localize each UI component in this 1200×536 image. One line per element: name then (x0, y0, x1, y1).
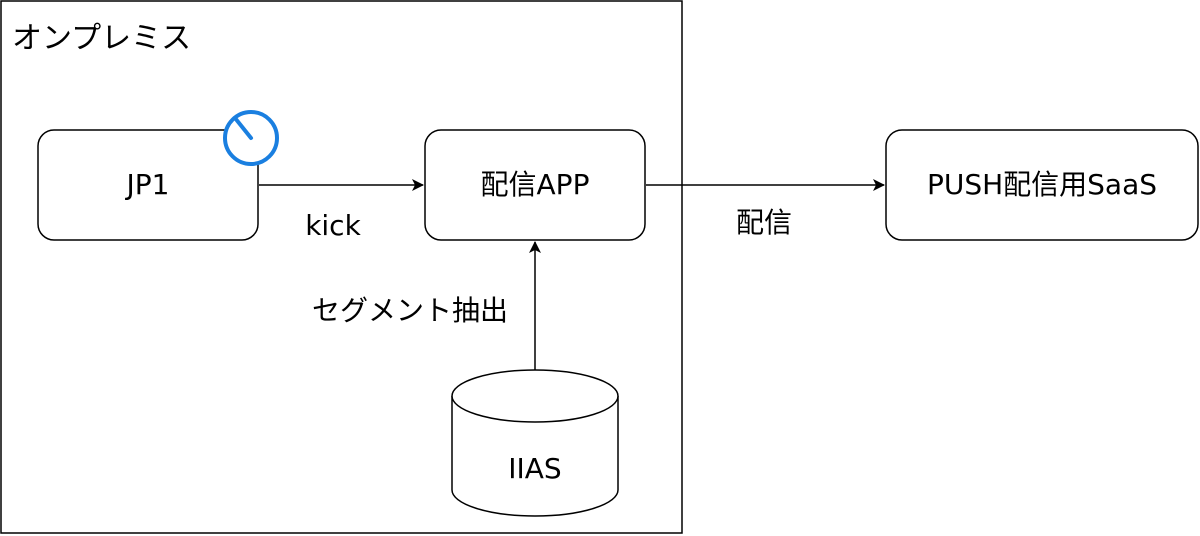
node-jp1-label: JP1 (125, 168, 170, 201)
edge-extract-label: セグメント抽出 (312, 294, 508, 327)
node-delivery-app: 配信APP (424, 129, 646, 241)
node-jp1: JP1 (37, 129, 259, 241)
node-push-saas-label: PUSH配信用SaaS (927, 168, 1157, 201)
node-push-saas: PUSH配信用SaaS (885, 129, 1199, 241)
on-premise-container (0, 0, 683, 534)
edge-deliver-label: 配信 (736, 206, 792, 239)
edge-kick-label: kick (305, 209, 361, 242)
node-delivery-app-label: 配信APP (481, 168, 590, 201)
container-label: オンプレミス (12, 21, 191, 56)
node-iias-label: IIAS (508, 452, 561, 485)
node-iias-database: IIAS (451, 369, 619, 517)
timer-icon (223, 110, 279, 166)
